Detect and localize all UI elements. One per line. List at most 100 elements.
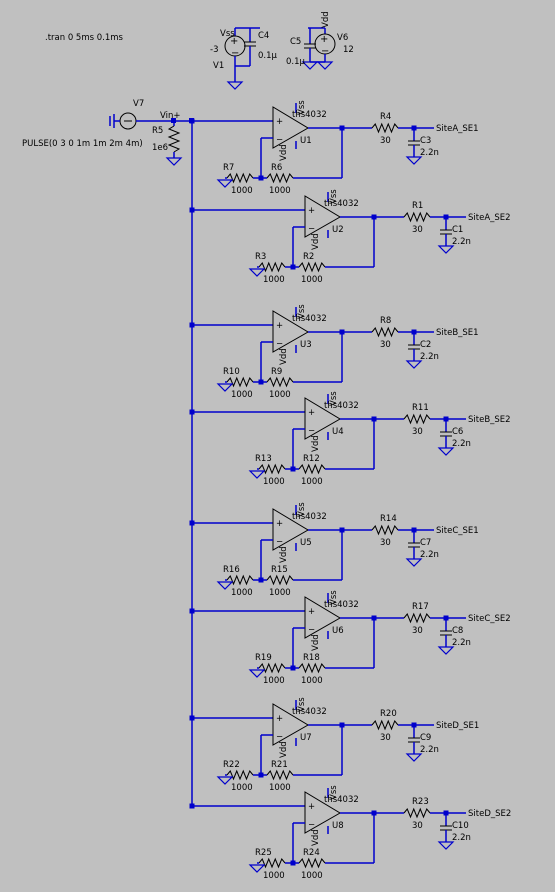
opamp-u4[interactable] [304, 397, 341, 440]
svg-text:−: − [231, 48, 239, 59]
resistor-r1[interactable] [403, 211, 431, 223]
resistor-r3[interactable] [258, 261, 286, 273]
cap-value: 2.2n [452, 833, 471, 843]
resistor-r8[interactable] [371, 326, 399, 338]
rg-value: 1000 [231, 186, 253, 196]
opamp-u6[interactable] [304, 596, 341, 639]
resistor-r9[interactable] [266, 376, 294, 388]
opamp-model-label: ths4032 [292, 512, 327, 522]
rf-name: R15 [271, 565, 288, 575]
vdd-pin-label: Vdd [311, 435, 321, 452]
resistor-r24[interactable] [298, 857, 326, 869]
opamp-u1[interactable] [272, 106, 309, 149]
resistor-r19[interactable] [258, 662, 286, 674]
vdd-pin-label: Vdd [279, 546, 289, 563]
resistor-r14[interactable] [371, 524, 399, 536]
opamp-name-label: U2 [332, 225, 344, 235]
cap-value: 2.2n [452, 638, 471, 648]
c5-name: C5 [290, 37, 301, 47]
vdd-pin-label: Vdd [311, 233, 321, 250]
minus-input-mark: − [308, 625, 315, 635]
resistor-r23[interactable] [403, 807, 431, 819]
resistor-r2[interactable] [298, 261, 326, 273]
minus-input-mark: − [276, 537, 283, 547]
resistor-r17[interactable] [403, 612, 431, 624]
plus-input-mark: + [276, 519, 283, 529]
v7-spec[interactable]: PULSE(0 3 0 1m 1m 2m 4m) [22, 139, 143, 149]
svg-text:−: − [321, 46, 329, 57]
ground-symbol [437, 646, 455, 655]
opamp-model-label: ths4032 [324, 600, 359, 610]
opamp-u8[interactable] [304, 791, 341, 834]
resistor-r4[interactable] [371, 122, 399, 134]
opamp-u3[interactable] [272, 310, 309, 353]
junction [189, 409, 195, 415]
ground-symbol [437, 245, 455, 254]
rg-name: R10 [223, 367, 240, 377]
vss-supply[interactable]: + − [224, 27, 260, 90]
rs-value: 30 [412, 225, 423, 235]
resistor-r12[interactable] [298, 463, 326, 475]
resistor-r18[interactable] [298, 662, 326, 674]
rg-name: R22 [223, 760, 240, 770]
plus-input-mark: + [308, 802, 315, 812]
rf-value: 1000 [269, 390, 291, 400]
opamp-u7[interactable] [272, 703, 309, 746]
resistor-r16[interactable] [226, 574, 254, 586]
output-net-label: SiteA_SE2 [468, 213, 511, 223]
ground-symbol [216, 776, 234, 785]
junction [189, 520, 195, 526]
rs-value: 30 [380, 340, 391, 350]
minus-input-mark: − [308, 426, 315, 436]
cap-value: 2.2n [420, 745, 439, 755]
minus-input-mark: − [308, 820, 315, 830]
minus-input-mark: − [276, 135, 283, 145]
plus-input-mark: + [308, 206, 315, 216]
resistor-r10[interactable] [226, 376, 254, 388]
output-net-label: SiteA_SE1 [436, 124, 479, 134]
rf-name: R2 [303, 252, 314, 262]
opamp-model-label: ths4032 [324, 199, 359, 209]
r5-resistor[interactable] [165, 121, 183, 166]
junction [189, 322, 195, 328]
opamp-model-label: ths4032 [292, 707, 327, 717]
vss-pin-label: Vss [297, 502, 307, 517]
vdd-supply[interactable]: + − [301, 27, 336, 70]
cap-value: 2.2n [452, 237, 471, 247]
rs-name: R14 [380, 514, 397, 524]
resistor-r13[interactable] [258, 463, 286, 475]
vdd-pin-label: Vdd [279, 348, 289, 365]
plus-input-mark: + [276, 321, 283, 331]
vdd-pin-label: Vdd [311, 829, 321, 846]
resistor-r11[interactable] [403, 413, 431, 425]
rg-value: 1000 [263, 477, 285, 487]
ground-symbol [405, 558, 423, 567]
resistor-r6[interactable] [266, 172, 294, 184]
cap-name: C7 [420, 538, 431, 548]
rf-name: R12 [303, 454, 320, 464]
resistor-r25[interactable] [258, 857, 286, 869]
resistor-r20[interactable] [371, 719, 399, 731]
ground-symbol [248, 864, 266, 873]
opamp-model-label: ths4032 [324, 795, 359, 805]
resistor-r22[interactable] [226, 769, 254, 781]
resistor-r21[interactable] [266, 769, 294, 781]
rf-name: R9 [271, 367, 282, 377]
minus-input-mark: − [276, 732, 283, 742]
rs-value: 30 [412, 626, 423, 636]
v7-source[interactable] [109, 112, 174, 130]
rs-name: R1 [412, 201, 423, 211]
opamp-u5[interactable] [272, 508, 309, 551]
tran-directive[interactable]: .tran 0 5ms 0.1ms [45, 33, 124, 43]
junction [189, 207, 195, 213]
output-net-label: SiteC_SE2 [468, 614, 511, 624]
opamp-model-label: ths4032 [292, 314, 327, 324]
cap-name: C9 [420, 733, 431, 743]
junction [189, 608, 195, 614]
minus-input-mark: − [276, 339, 283, 349]
resistor-r15[interactable] [266, 574, 294, 586]
opamp-u2[interactable] [304, 195, 341, 238]
resistor-r7[interactable] [226, 172, 254, 184]
rg-value: 1000 [263, 676, 285, 686]
rf-value: 1000 [269, 783, 291, 793]
